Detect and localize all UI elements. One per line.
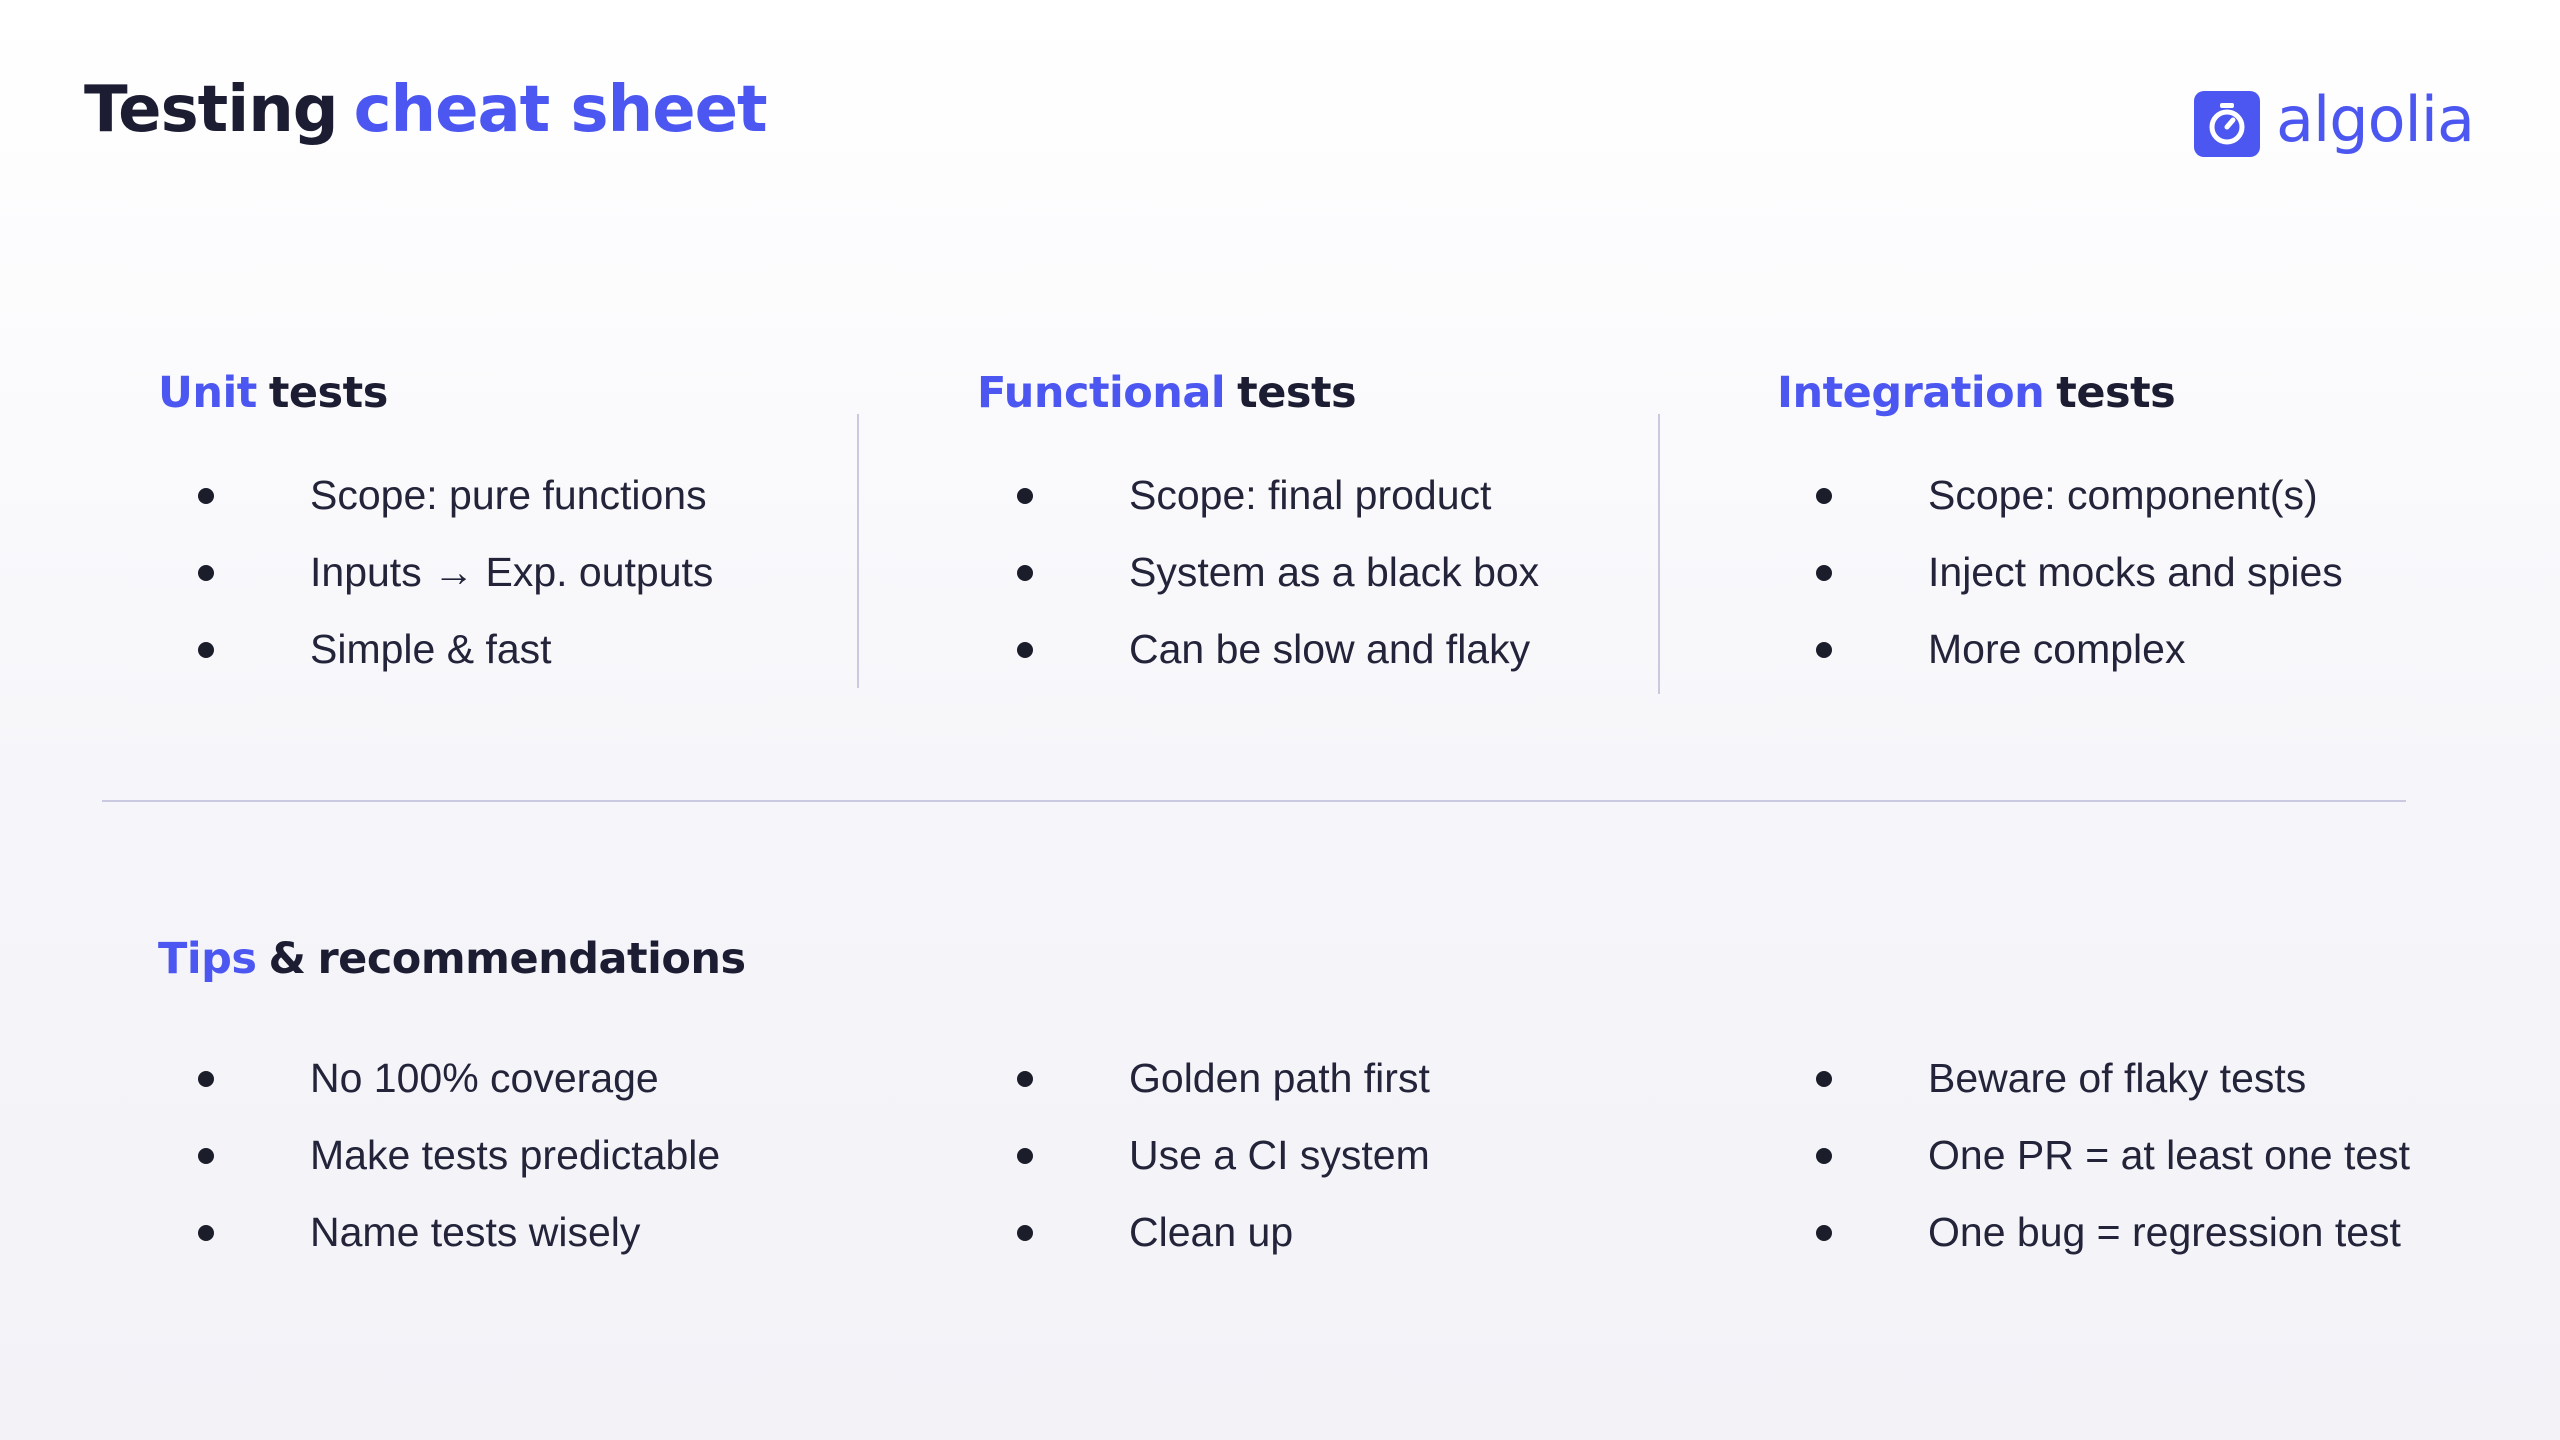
list-item-text: Inject mocks and spies [1928,549,2343,595]
bullet-icon [1816,1070,1832,1087]
list-item: System as a black box [1001,534,1539,611]
bullet-icon [1816,564,1832,581]
list-item-text: Simple & fast [310,626,552,672]
list-item: One bug = regression test [1800,1194,2410,1271]
bullet-icon [1816,487,1832,504]
bullet-icon [1816,641,1832,658]
list-item: Beware of flaky tests [1800,1040,2410,1117]
list-item-text: System as a black box [1129,549,1540,595]
title-part-1: Testing [84,73,339,147]
stopwatch-icon [2194,91,2260,157]
tips-list-3: Beware of flaky tests One PR = at least … [1800,1040,2410,1271]
algolia-logo: algolia [2194,83,2475,160]
list-item-text: Scope: pure functions [310,472,707,518]
list-item-text: One PR = at least one test [1928,1132,2411,1178]
list-item-text: Can be slow and flaky [1129,626,1531,672]
bullet-icon [1017,1070,1033,1087]
list-item: Can be slow and flaky [1001,611,1539,688]
list-item: Golden path first [1001,1040,1430,1117]
list-item: Scope: component(s) [1800,457,2343,534]
integration-heading-rest: tests [2056,368,2176,418]
list-item: Name tests wisely [182,1194,720,1271]
list-item: Use a CI system [1001,1117,1430,1194]
column-divider-2 [1658,414,1660,694]
tips-list-2: Golden path first Use a CI system Clean … [1001,1040,1430,1271]
integration-tests-list: Scope: component(s) Inject mocks and spi… [1800,457,2343,688]
list-item: Scope: final product [1001,457,1539,534]
list-item-text: Scope: component(s) [1928,472,2318,518]
functional-tests-list: Scope: final product System as a black b… [1001,457,1539,688]
bullet-icon [198,1147,214,1164]
tips-heading-accent: Tips [158,934,257,984]
list-item-text: Beware of flaky tests [1928,1055,2307,1101]
list-item-text: Inputs → Exp. outputs [310,549,714,595]
list-item: One PR = at least one test [1800,1117,2410,1194]
title-part-2: cheat sheet [353,73,768,147]
bullet-icon [1816,1224,1832,1241]
bullet-icon [1017,641,1033,658]
bullet-icon [198,1070,214,1087]
bullet-icon [198,1224,214,1241]
list-item: Scope: pure functions [182,457,713,534]
tips-heading-amp: & [268,934,306,984]
list-item-text: One bug = regression test [1928,1209,2401,1255]
list-item: More complex [1800,611,2343,688]
section-divider [102,800,2406,802]
bullet-icon [198,641,214,658]
list-item: Inputs → Exp. outputs [182,534,713,611]
list-item-text: Golden path first [1129,1055,1430,1101]
tips-heading-rest: recommendations [317,934,746,984]
list-item: Make tests predictable [182,1117,720,1194]
bullet-icon [1816,1147,1832,1164]
unit-tests-list: Scope: pure functions Inputs → Exp. outp… [182,457,713,688]
unit-heading-accent: Unit [158,368,257,418]
list-item-text: Name tests wisely [310,1209,641,1255]
list-item: Inject mocks and spies [1800,534,2343,611]
bullet-icon [1017,1224,1033,1241]
logo-wordmark: algolia [2276,83,2475,156]
list-item-text: Make tests predictable [310,1132,721,1178]
bullet-icon [198,564,214,581]
bullet-icon [198,487,214,504]
functional-heading-accent: Functional [977,368,1226,418]
unit-heading-rest: tests [268,368,388,418]
list-item-text: Scope: final product [1129,472,1492,518]
tips-list-1: No 100% coverage Make tests predictable … [182,1040,720,1271]
list-item-text: Use a CI system [1129,1132,1430,1178]
list-item-text: More complex [1928,626,2186,672]
list-item-text: Clean up [1129,1209,1294,1255]
list-item: Simple & fast [182,611,713,688]
integration-heading-accent: Integration [1777,368,2045,418]
bullet-icon [1017,487,1033,504]
list-item: No 100% coverage [182,1040,720,1117]
column-divider-1 [857,414,859,688]
list-item-text: No 100% coverage [310,1055,659,1101]
list-item: Clean up [1001,1194,1430,1271]
bullet-icon [1017,1147,1033,1164]
bullet-icon [1017,564,1033,581]
tips-heading: Tips&recommendations [158,938,746,981]
functional-heading-rest: tests [1237,368,1357,418]
